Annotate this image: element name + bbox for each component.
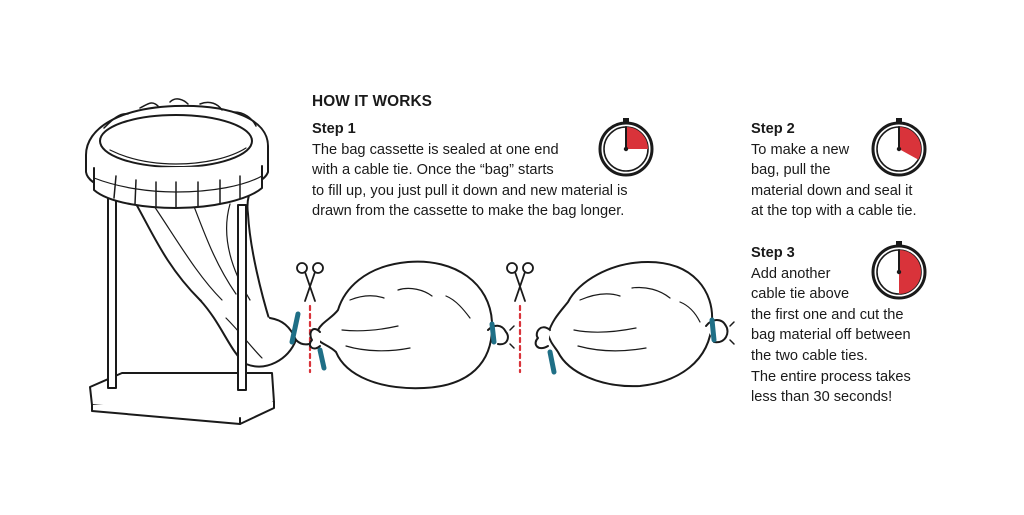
step-3-line: the first one and cut the [751, 306, 904, 323]
step-1-title: Step 1 [312, 121, 356, 137]
step-3-block: Step 3 Add another cable tie above the f… [751, 243, 911, 408]
step-3-line: Add another [751, 265, 831, 282]
stand-base [89, 372, 275, 425]
step-1-block: Step 1 The bag cassette is sealed at one… [312, 119, 628, 222]
step-2-line: To make a new [751, 141, 850, 158]
stopwatch-elapsed-wedge [899, 250, 921, 294]
stopwatch-icon [871, 118, 927, 177]
step-1-line: drawn from the cassette to make the bag … [312, 203, 625, 220]
stopwatch-pivot [896, 269, 902, 275]
stopwatch-pivot [623, 146, 629, 152]
step-2-block: Step 2 To make a new bag, pull the mater… [751, 119, 917, 222]
step-2-title: Step 2 [751, 121, 795, 137]
stopwatch-stem [623, 118, 629, 123]
stopwatch-stem [896, 118, 902, 123]
step-2-line: at the top with a cable tie. [751, 203, 917, 220]
sealed-bag-1 [308, 260, 515, 390]
step-1-line: The bag cassette is sealed at one end [312, 141, 559, 158]
stopwatch-icon [871, 241, 927, 300]
step-3-line: bag material off between [751, 327, 911, 344]
step-1-line: to fill up, you just pull it down and ne… [312, 182, 628, 199]
step-2-line: material down and seal it [751, 182, 913, 199]
step-3-line: the two cable ties. [751, 347, 868, 364]
step-3-line: The entire process takes [751, 368, 911, 385]
stopwatch-elapsed-wedge [899, 127, 922, 160]
scissors-icon [296, 262, 324, 302]
step-1-line: with a cable tie. Once the “bag” starts [312, 162, 554, 179]
stopwatch-icon [598, 118, 654, 177]
step-2-line: bag, pull the [751, 162, 831, 179]
stopwatch-elapsed-wedge [626, 127, 648, 149]
stopwatch-pivot [896, 146, 902, 152]
scissors-icon [506, 262, 534, 302]
hanging-bag-material [127, 184, 297, 368]
stopwatch-stem [896, 241, 902, 246]
sealed-bag-2 [534, 261, 735, 388]
bag-cassette-ring [85, 98, 269, 209]
step-3-title: Step 3 [751, 245, 795, 261]
step-3-line: cable tie above [751, 286, 850, 303]
step-3-line: less than 30 seconds! [751, 389, 893, 406]
page-heading: HOW IT WORKS [312, 93, 433, 110]
